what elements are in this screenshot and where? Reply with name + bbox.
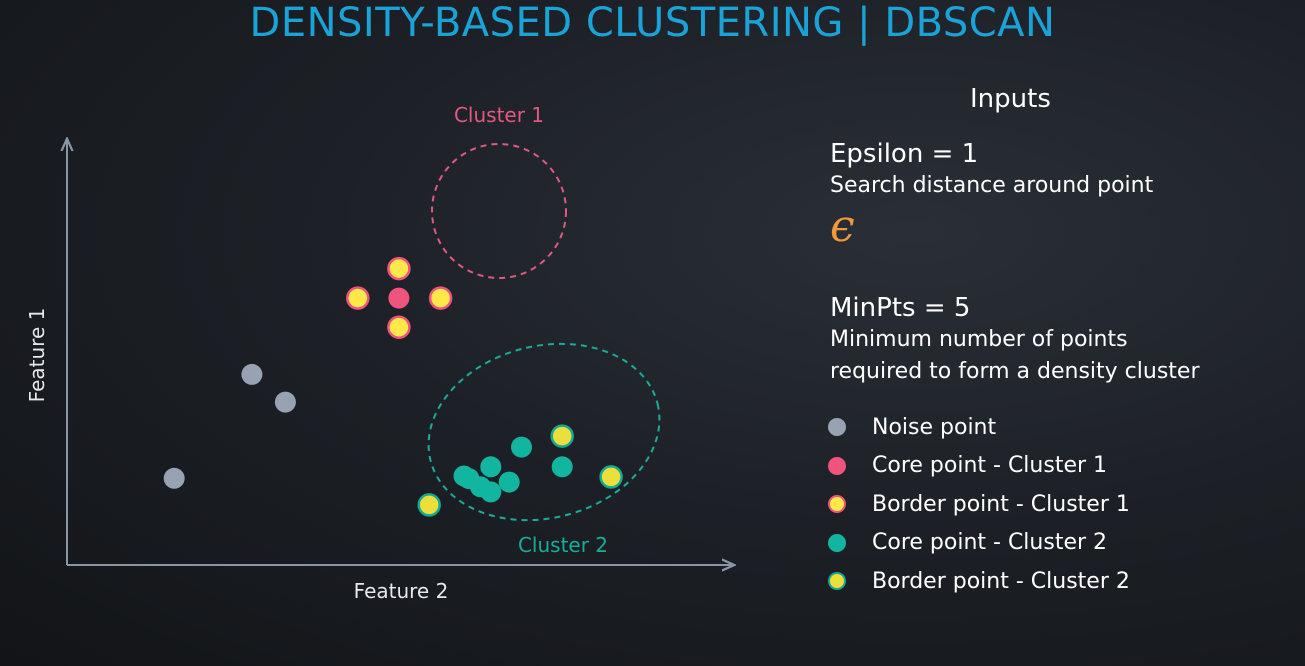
border-point-cluster-2-swatch [828, 572, 846, 591]
core-point-cluster-1-swatch [828, 456, 846, 475]
legend-item-border-cluster-1: Border point - Cluster 1 [828, 485, 1130, 524]
legend: Noise point Core point - Cluster 1 Borde… [828, 408, 1130, 601]
legend-item-core-cluster-1: Core point - Cluster 1 [828, 447, 1130, 486]
epsilon-name: Epsilon = 1 [830, 139, 979, 169]
noise-point [163, 467, 185, 489]
inputs-heading: Inputs [970, 84, 1051, 114]
core-point-cluster-2-swatch [828, 533, 846, 552]
epsilon-block: Epsilon = 1 Search distance around point… [830, 138, 1153, 250]
cluster-1-label: Cluster 1 [454, 103, 544, 127]
core-point-cluster-2 [498, 471, 520, 493]
border-point-cluster-1 [428, 286, 453, 310]
border-point-cluster-1 [346, 286, 370, 310]
legend-label: Noise point [872, 414, 997, 440]
core-point-cluster-1 [388, 287, 410, 309]
core-point-cluster-2 [480, 456, 502, 478]
noise-point [241, 363, 263, 385]
legend-item-border-cluster-2: Border point - Cluster 2 [828, 562, 1130, 601]
border-point-cluster-1-swatch [828, 495, 846, 514]
border-point-cluster-2 [599, 465, 623, 489]
cluster-2-boundary [427, 342, 661, 522]
data-points [163, 256, 623, 517]
legend-label: Border point - Cluster 1 [872, 491, 1130, 517]
noise-point-swatch [828, 418, 846, 437]
legend-item-noise: Noise point [828, 408, 1130, 447]
cluster-1-boundary [431, 143, 567, 279]
legend-label: Border point - Cluster 2 [872, 568, 1130, 594]
minpts-description-line-2: required to form a density cluster [830, 359, 1200, 384]
legend-label: Core point - Cluster 2 [872, 530, 1108, 556]
border-point-cluster-1 [387, 315, 411, 339]
epsilon-symbol: ϵ [830, 201, 855, 252]
minpts-name: MinPts = 5 [830, 293, 971, 323]
cluster-2-label: Cluster 2 [518, 533, 608, 557]
minpts-description-line-1: Minimum number of points [830, 327, 1128, 352]
core-point-cluster-2 [551, 456, 573, 478]
core-point-cluster-2 [480, 481, 502, 503]
border-point-cluster-2 [417, 493, 441, 517]
noise-point [274, 391, 296, 413]
epsilon-description: Search distance around point [830, 173, 1154, 198]
border-point-cluster-2 [550, 424, 574, 448]
core-point-cluster-2 [511, 436, 532, 458]
slide-title: DENSITY-BASED CLUSTERING | DBSCAN [249, 0, 1056, 46]
minpts-block: MinPts = 5 Minimum number of points requ… [830, 292, 1200, 388]
x-axis-label: Feature 2 [354, 579, 449, 603]
legend-item-core-cluster-2: Core point - Cluster 2 [828, 524, 1130, 563]
border-point-cluster-1 [387, 256, 411, 281]
legend-label: Core point - Cluster 1 [872, 453, 1108, 479]
y-axis-label: Feature 1 [25, 308, 49, 403]
